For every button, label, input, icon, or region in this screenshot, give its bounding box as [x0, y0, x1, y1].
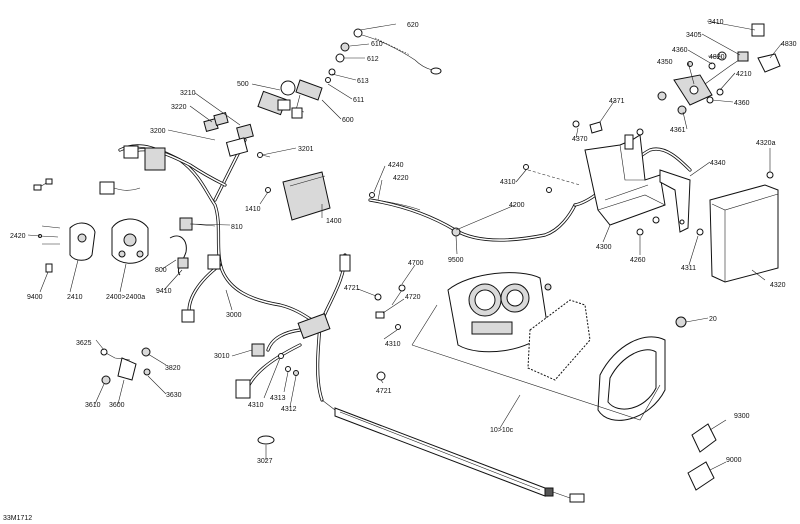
callout-4310-c: 4310 — [248, 402, 264, 409]
callout-2420: 2420 — [10, 233, 26, 240]
seal-9000 — [687, 461, 715, 491]
callout-3610: 3610 — [85, 402, 101, 409]
callout-613: 613 — [357, 78, 369, 85]
callout-9410: 9410 — [156, 288, 172, 295]
callout-4210: 4210 — [736, 71, 752, 78]
bracket-4340 — [659, 169, 704, 236]
leader-lines — [27, 20, 783, 471]
callout-3010: 3010 — [214, 353, 230, 360]
callout-4340: 4340 — [710, 160, 726, 167]
callout-3630: 3630 — [166, 392, 182, 399]
callout-612: 612 — [367, 56, 379, 63]
bezel-9000-frame — [597, 336, 666, 421]
grommet-3027 — [257, 435, 275, 445]
fuse-3201 — [257, 152, 271, 158]
callout-4370: 4370 — [572, 136, 588, 143]
callout-600: 600 — [342, 117, 354, 124]
battery-4320 — [709, 171, 779, 283]
document-id: 33M1712 — [3, 515, 32, 522]
lens-9300 — [527, 299, 591, 381]
callout-3410: 3410 — [708, 19, 724, 26]
callout-4721: 4721 — [344, 285, 360, 292]
callout-4300: 4300 — [596, 244, 612, 251]
callout-611: 611 — [353, 97, 364, 104]
callout-4260: 4260 — [630, 257, 646, 264]
ground-cable-4700 — [374, 284, 406, 381]
callout-800: 800 — [155, 267, 167, 274]
ignition-switch-500 — [257, 80, 296, 116]
callout-2400: 2400>2400a — [106, 294, 145, 301]
callout-3220: 3220 — [171, 104, 187, 111]
callout-3200: 3200 — [150, 128, 166, 135]
seal-9300 — [691, 423, 717, 453]
callout-4350: 4350 — [657, 59, 673, 66]
callout-4320: 4320 — [770, 282, 786, 289]
fasteners-4260 — [636, 216, 660, 236]
battery-tray-4300 — [584, 128, 666, 226]
callout-3000: 3000 — [226, 312, 242, 319]
callout-620: 620 — [407, 22, 419, 29]
callout-4311: 4311 — [681, 265, 696, 272]
callout-2410: 2410 — [67, 294, 83, 301]
callout-4310: 4310 — [500, 179, 516, 186]
callout-1410: 1410 — [245, 206, 261, 213]
connectors-3210-3220 — [203, 112, 254, 157]
fuse-4721 — [544, 283, 552, 291]
callout-3210: 3210 — [180, 90, 196, 97]
harness-3200 — [99, 145, 227, 195]
callout-4700: 4700 — [408, 260, 424, 267]
instrument-cluster — [447, 272, 549, 353]
fasteners-4310 — [523, 164, 581, 193]
callout-4200: 4200 — [509, 202, 525, 209]
bracket-800 — [169, 235, 189, 276]
key-switch-parts — [291, 42, 350, 119]
callout-4220: 4220 — [393, 175, 409, 182]
callout-labels: 620 610 612 613 611 600 500 3210 3220 32… — [10, 19, 797, 465]
clip-9400 — [45, 263, 53, 273]
callout-4313: 4313 — [270, 395, 286, 402]
callout-3600: 3600 — [109, 402, 125, 409]
callout-4360: 4360 — [672, 47, 688, 54]
callout-3820: 3820 — [165, 365, 181, 372]
callout-20: 20 — [709, 316, 717, 323]
callout-4360-b: 4360 — [734, 100, 750, 107]
callout-4830: 4830 — [781, 41, 797, 48]
callout-3201: 3201 — [298, 146, 314, 153]
callout-4371: 4371 — [609, 98, 625, 105]
connector-wire-left — [33, 178, 53, 191]
bracket-4371 — [572, 120, 603, 134]
callout-3625: 3625 — [76, 340, 92, 347]
cable-620 — [353, 28, 442, 75]
throttle-sensor-assembly — [657, 23, 781, 115]
outline-10 — [411, 304, 661, 421]
module-1400 — [265, 171, 331, 221]
callout-500: 500 — [237, 81, 249, 88]
callout-9500: 9500 — [448, 257, 464, 264]
nut-20 — [675, 316, 687, 328]
callout-4310-b: 4310 — [385, 341, 401, 348]
callout-1400: 1400 — [326, 218, 342, 225]
callout-4820: 4820 — [709, 54, 725, 61]
switch-housing-2410 — [38, 222, 96, 261]
callout-610: 610 — [371, 41, 383, 48]
callout-9300: 9300 — [734, 413, 750, 420]
callout-10: 10>10c — [490, 427, 514, 434]
callout-4240: 4240 — [388, 162, 404, 169]
wire-4240 — [369, 192, 421, 211]
sensor-3600 — [100, 347, 151, 385]
callout-4721-b: 4721 — [376, 388, 392, 395]
callout-3405: 3405 — [686, 32, 702, 39]
callout-4320a: 4320a — [756, 140, 776, 147]
callout-810: 810 — [231, 224, 243, 231]
callout-9000: 9000 — [726, 457, 742, 464]
callout-4312: 4312 — [281, 406, 297, 413]
callout-4361: 4361 — [670, 127, 686, 134]
cable-10 — [321, 399, 585, 503]
switch-housing-2400 — [111, 218, 149, 264]
callout-3027: 3027 — [257, 458, 273, 465]
callout-9400: 9400 — [27, 294, 43, 301]
connector-3010 — [251, 343, 299, 376]
callout-4720: 4720 — [405, 294, 421, 301]
